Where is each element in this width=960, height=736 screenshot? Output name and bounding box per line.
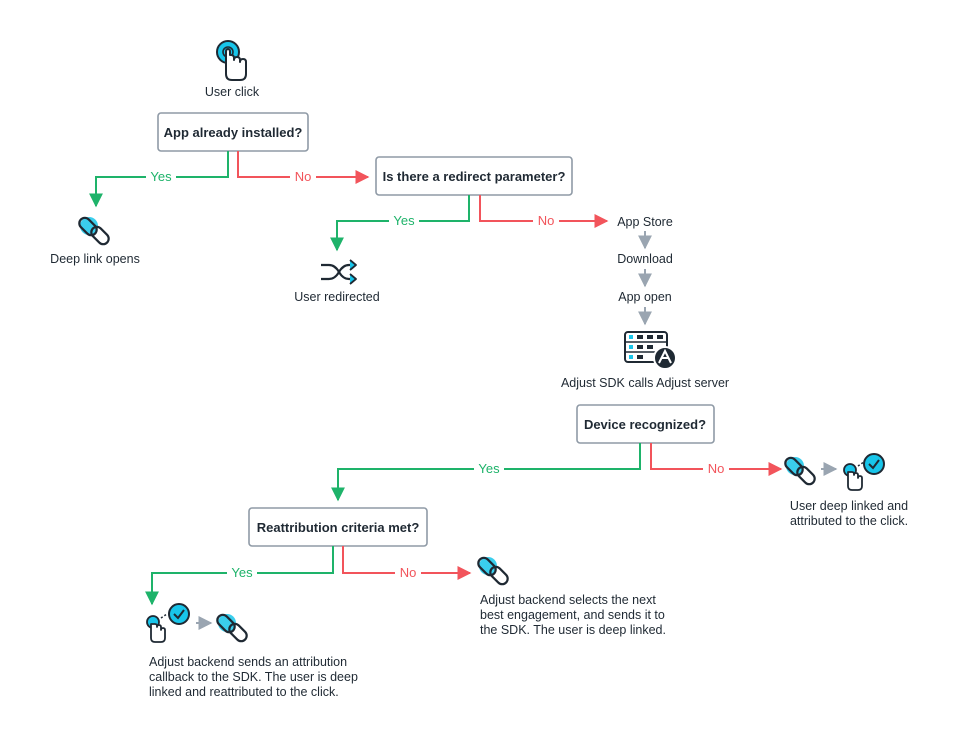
node-label-backend-sends-line2: callback to the SDK. The user is deep <box>149 670 358 684</box>
node-label-user-deep-linked-line2: attributed to the click. <box>790 514 908 528</box>
node-label-backend-sends-line1: Adjust backend sends an attribution <box>149 655 347 669</box>
decision-reattribution-criteria: Reattribution criteria met? <box>248 507 428 547</box>
edge-label-no: No <box>708 461 725 476</box>
link-icon <box>216 613 248 643</box>
node-label-sdk-calls-server: Adjust SDK calls Adjust server <box>561 376 729 390</box>
node-label-backend-selects-line1: Adjust backend selects the next <box>480 593 656 607</box>
link-icon <box>784 456 816 486</box>
node-label-download: Download <box>617 252 673 266</box>
edge-label-yes: Yes <box>393 213 415 228</box>
tap-check-icon <box>843 453 885 491</box>
decision-app-installed: App already installed? <box>157 112 309 152</box>
decision-label: App already installed? <box>164 125 303 140</box>
node-label-backend-selects-line3: the SDK. The user is deep linked. <box>480 623 666 637</box>
shuffle-icon <box>321 259 357 285</box>
node-label-backend-selects-line2: best engagement, and sends it to <box>480 608 665 622</box>
decision-label: Device recognized? <box>584 417 706 432</box>
link-icon <box>78 216 110 246</box>
node-label-user-redirected: User redirected <box>294 290 379 304</box>
edge-label-no: No <box>400 565 417 580</box>
edge-label-yes: Yes <box>231 565 253 580</box>
edge-installed-no <box>237 151 370 184</box>
edge-label-yes: Yes <box>150 169 172 184</box>
edge-label-no: No <box>295 169 312 184</box>
node-label-app-open: App open <box>618 290 672 304</box>
decision-device-recognized: Device recognized? <box>576 404 715 444</box>
node-label-app-store: App Store <box>617 215 673 229</box>
edge-label-no: No <box>538 213 555 228</box>
node-label-user-click: User click <box>205 85 260 99</box>
tap-icon <box>216 40 247 81</box>
edge-label-yes: Yes <box>478 461 500 476</box>
node-label-backend-sends-line3: linked and reattributed to the click. <box>149 685 339 699</box>
node-label-deep-link-opens: Deep link opens <box>50 252 140 266</box>
decision-label: Reattribution criteria met? <box>257 520 420 535</box>
server-icon <box>624 331 677 370</box>
decision-redirect-parameter: Is there a redirect parameter? <box>375 156 573 196</box>
link-icon <box>477 556 509 586</box>
tap-check-icon <box>146 603 190 643</box>
decision-label: Is there a redirect parameter? <box>383 169 566 184</box>
edge-reattribution-no <box>342 546 472 580</box>
edge-redirect-no <box>479 195 609 228</box>
node-label-user-deep-linked-line1: User deep linked and <box>790 499 908 513</box>
edge-device-no <box>650 443 783 476</box>
